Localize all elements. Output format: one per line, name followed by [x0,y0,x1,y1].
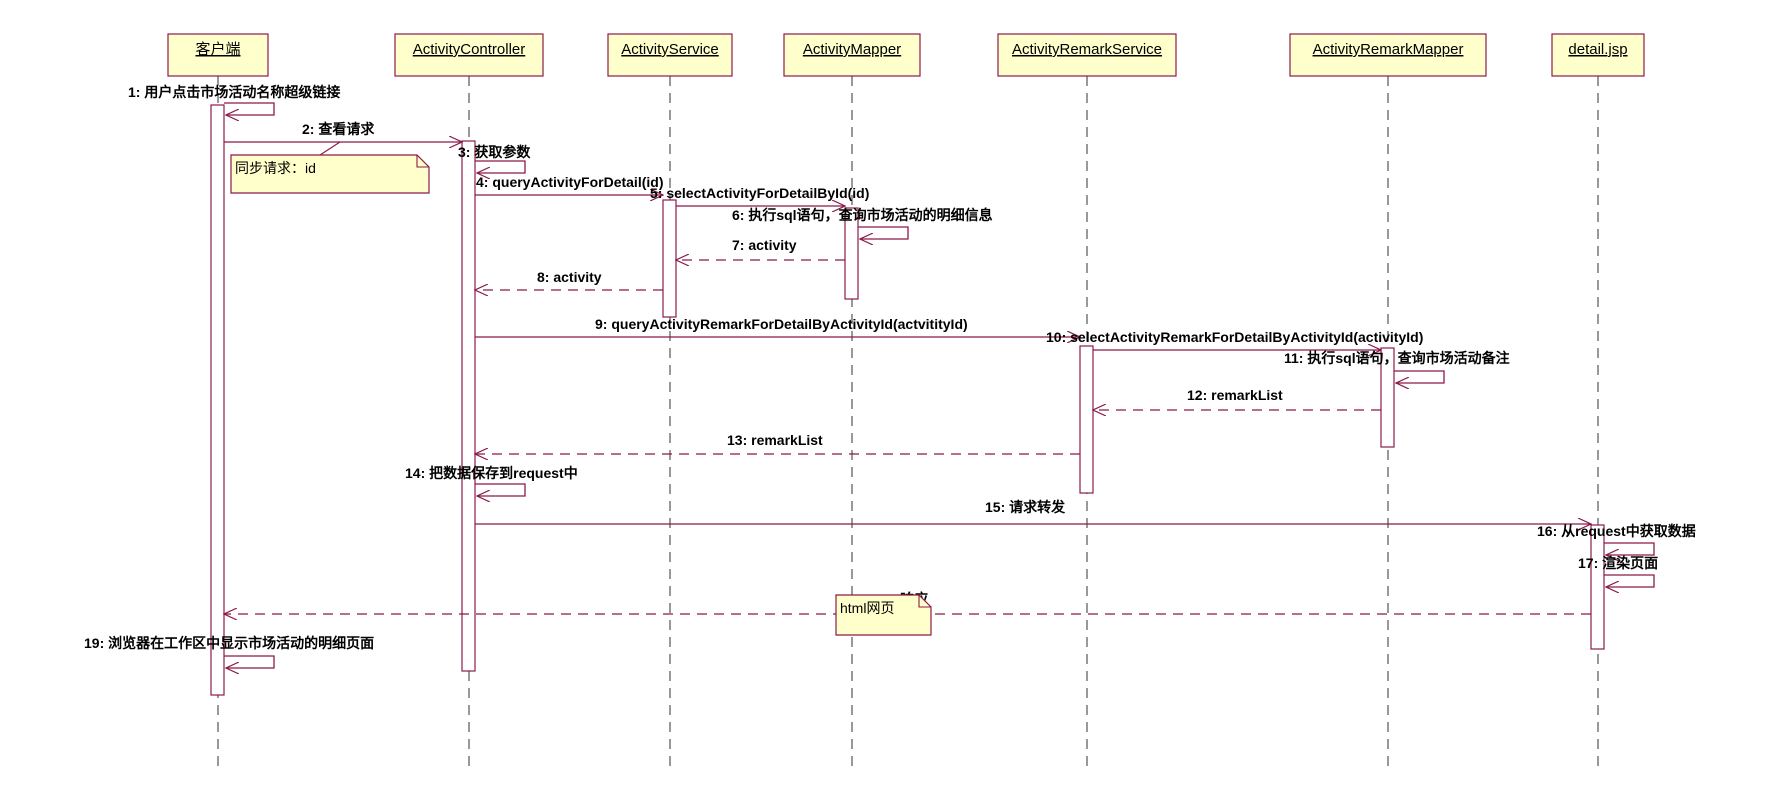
message-5: 5: selectActivityForDetailById(id) [650,185,869,206]
message-2: 2: 查看请求 [224,121,462,142]
participant-client: 客户端 [167,33,269,77]
note-anchor-line [319,141,341,156]
self-message-arrow [224,655,275,668]
message-label: 8: activity [537,269,602,285]
activation-bar-remark_service [1079,345,1094,494]
participant-jsp: detail.jsp [1551,33,1645,77]
message-label: 6: 执行sql语句，查询市场活动的明细信息 [732,207,993,223]
message-3: 3: 获取参数 [458,144,531,173]
participant-remark_service: ActivityRemarkService [997,33,1177,77]
note-text: 同步请求：id [235,160,316,176]
note-box [835,594,932,636]
message-label: 7: activity [732,237,797,253]
self-message-arrow [1604,542,1655,555]
message-12: 12: remarkList [1093,387,1381,410]
self-message-arrow [1604,574,1655,587]
participant-label: ActivityMapper [803,41,901,58]
message-4: 4: queryActivityForDetail(id) [475,174,663,195]
message-label: 11: 执行sql语句，查询市场活动备注 [1284,350,1510,366]
activation-bar-jsp [1590,524,1605,650]
note: 同步请求：id [230,141,430,194]
self-message-arrow [475,160,526,173]
messages: 1: 用户点击市场活动名称超级链接 2: 查看请求 3: 获取参数 4: queryA… [84,84,1696,668]
message-11: 11: 执行sql语句，查询市场活动备注 [1284,350,1510,383]
message-label: 14: 把数据保存到request中 [405,465,578,481]
participant-label: detail.jsp [1568,41,1627,58]
message-label: 15: 请求转发 [985,499,1066,515]
message-label: 5: selectActivityForDetailById(id) [650,185,869,201]
activation-bars [210,104,1605,696]
message-9: 9: queryActivityRemarkForDetailByActivit… [475,316,1080,337]
note-fold [918,595,931,608]
message-label: 9: queryActivityRemarkForDetailByActivit… [595,316,968,332]
participant-label: ActivityRemarkService [1012,41,1162,58]
message-label: 2: 查看请求 [302,121,375,137]
participant-box [1289,33,1487,77]
message-label: 4: queryActivityForDetail(id) [476,174,663,190]
message-15: 15: 请求转发 [475,499,1591,524]
message-label: 17: 渲染页面 [1578,555,1658,571]
participant-box [607,33,733,77]
message-13: 13: remarkList [475,432,1080,454]
activation-bar-remark_mapper [1380,347,1395,448]
activation-bar-mapper [844,207,859,300]
note-text: html网页 [840,600,894,616]
message-label: 13: remarkList [727,432,823,448]
message-17: 17: 渲染页面 [1578,555,1658,587]
self-message-arrow [858,226,909,239]
note-box [230,154,430,194]
participant-box [394,33,544,77]
self-message-arrow [475,483,526,496]
message-16: 16: 从request中获取数据 [1537,523,1696,555]
message-7: 7: activity [676,237,845,260]
participant-box [783,33,921,77]
message-1: 1: 用户点击市场活动名称超级链接 [128,84,340,115]
participant-box [997,33,1177,77]
notes: 同步请求：id html网页 [230,141,932,636]
self-message-arrow [1394,370,1445,383]
message-label: 10: selectActivityRemarkForDetailByActiv… [1046,329,1423,345]
participant-controller: ActivityController [394,33,544,77]
participant-mapper: ActivityMapper [783,33,921,77]
participants: 客户端 ActivityController ActivityService Acti… [167,33,1645,77]
participant-remark_mapper: ActivityRemarkMapper [1289,33,1487,77]
message-label: 1: 用户点击市场活动名称超级链接 [128,84,340,100]
message-14: 14: 把数据保存到request中 [405,465,578,496]
participant-label: ActivityService [621,41,719,58]
message-label: 12: remarkList [1187,387,1283,403]
message-label: 19: 浏览器在工作区中显示市场活动的明细页面 [84,635,374,651]
message-19: 19: 浏览器在工作区中显示市场活动的明细页面 [84,635,374,668]
message-label: 16: 从request中获取数据 [1537,523,1696,539]
message-label: 3: 获取参数 [458,144,531,160]
participant-service: ActivityService [607,33,733,77]
message-10: 10: selectActivityRemarkForDetailByActiv… [1046,329,1423,350]
self-message-arrow [224,102,275,115]
participant-label: ActivityRemarkMapper [1313,41,1464,58]
participant-label: 客户端 [195,41,240,58]
message-8: 8: activity [475,269,663,290]
message-6: 6: 执行sql语句，查询市场活动的明细信息 [732,207,993,239]
participant-box [167,33,269,77]
activation-bar-controller [461,140,476,672]
note: html网页 [835,594,932,636]
activation-bar-service [662,199,677,318]
activation-bar-client [210,104,225,696]
participant-box [1551,33,1645,77]
note-fold [416,155,429,168]
participant-label: ActivityController [413,41,526,58]
